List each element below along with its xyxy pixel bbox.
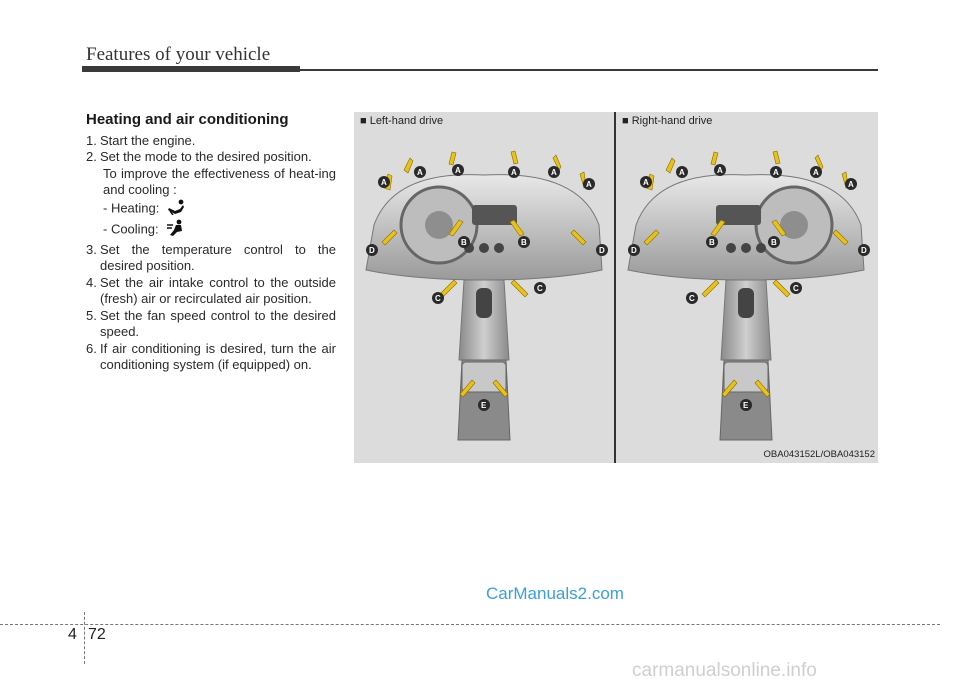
vent-label: A <box>381 178 387 187</box>
vent-label: B <box>771 238 777 247</box>
vent-label: A <box>417 168 423 177</box>
cooling-mode-icon <box>166 219 186 242</box>
step-text: Set the air intake control to the outsid… <box>100 274 336 307</box>
vent-label: B <box>709 238 715 247</box>
figure-divider <box>614 112 616 463</box>
step-2-note: To improve the effectiveness of heat-ing… <box>86 166 336 199</box>
step-4: 4.Set the air intake control to the outs… <box>86 275 336 308</box>
left-dashboard-illustration: A A A A A A B B C C D D E <box>365 150 608 441</box>
header-rule <box>300 69 878 71</box>
vent-label: A <box>643 178 649 187</box>
step-text: If air conditioning is desired, turn the… <box>100 340 336 373</box>
footer-rule <box>0 624 940 625</box>
step-5: 5.Set the fan speed control to the desir… <box>86 308 336 341</box>
step-6: 6.If air conditioning is desired, turn t… <box>86 341 336 374</box>
vent-label: A <box>848 180 854 189</box>
step-number: 2. <box>86 149 97 164</box>
vent-label: B <box>521 238 527 247</box>
dashboard-vent-figure: ■ Left-hand drive ■ Right-hand drive A A <box>354 112 878 463</box>
vent-label: B <box>461 238 467 247</box>
step-number: 6. <box>86 340 97 356</box>
watermark-bottom: carmanualsonline.info <box>632 660 817 681</box>
vent-label: D <box>861 246 867 255</box>
left-hand-drive-label: ■ Left-hand drive <box>360 115 444 127</box>
watermark-top[interactable]: CarManuals2.com <box>486 584 624 603</box>
step-text: Start the engine. <box>100 132 196 148</box>
vent-label: A <box>511 168 517 177</box>
vent-label: A <box>813 168 819 177</box>
vent-label: C <box>435 294 441 303</box>
header-title: Features of your vehicle <box>86 44 271 65</box>
header-bar <box>82 66 300 72</box>
step-text: Set the temperature control to the desir… <box>100 241 336 274</box>
vent-label: A <box>455 166 461 175</box>
vent-label: A <box>717 166 723 175</box>
vent-label: D <box>369 246 375 255</box>
step-text: Set the mode to the desired position. <box>100 149 312 164</box>
step-2: 2.Set the mode to the desired position. <box>86 149 336 166</box>
vent-label: C <box>537 284 543 293</box>
vent-label: A <box>551 168 557 177</box>
cooling-label: - Cooling: <box>103 221 159 237</box>
page-number: 72 <box>88 626 106 643</box>
right-hand-drive-label: ■ Right-hand drive <box>622 115 713 127</box>
instructions-section: Heating and air conditioning 1.Start the… <box>86 111 336 374</box>
vent-label: A <box>773 168 779 177</box>
cooling-line: - Cooling: <box>86 219 336 242</box>
section-heading: Heating and air conditioning <box>86 111 289 128</box>
vent-label: D <box>599 246 605 255</box>
figure-caption: OBA043152L/OBA043152 <box>763 449 875 460</box>
step-3: 3.Set the temperature control to the des… <box>86 242 336 275</box>
step-number: 4. <box>86 274 97 290</box>
vent-label: D <box>631 246 637 255</box>
right-dashboard-illustration: A A A A A A B B C C D D E <box>627 150 870 441</box>
chapter-number: 4 <box>68 626 77 643</box>
vent-label: A <box>586 180 592 189</box>
heating-mode-icon <box>167 199 187 220</box>
vent-label: E <box>481 401 487 410</box>
heating-label: - Heating: <box>103 200 160 216</box>
vent-label: E <box>743 401 749 410</box>
step-number: 3. <box>86 241 97 257</box>
page-number-separator <box>84 612 85 664</box>
vent-label: C <box>793 284 799 293</box>
step-2-note-text: To improve the effectiveness of heat-ing… <box>103 165 336 198</box>
step-text: Set the fan speed control to the desired… <box>100 307 336 340</box>
step-1: 1.Start the engine. <box>86 133 336 150</box>
vent-label: A <box>679 168 685 177</box>
step-number: 1. <box>86 132 97 148</box>
vent-label: C <box>689 294 695 303</box>
step-number: 5. <box>86 307 97 323</box>
heating-line: - Heating: <box>86 199 336 220</box>
